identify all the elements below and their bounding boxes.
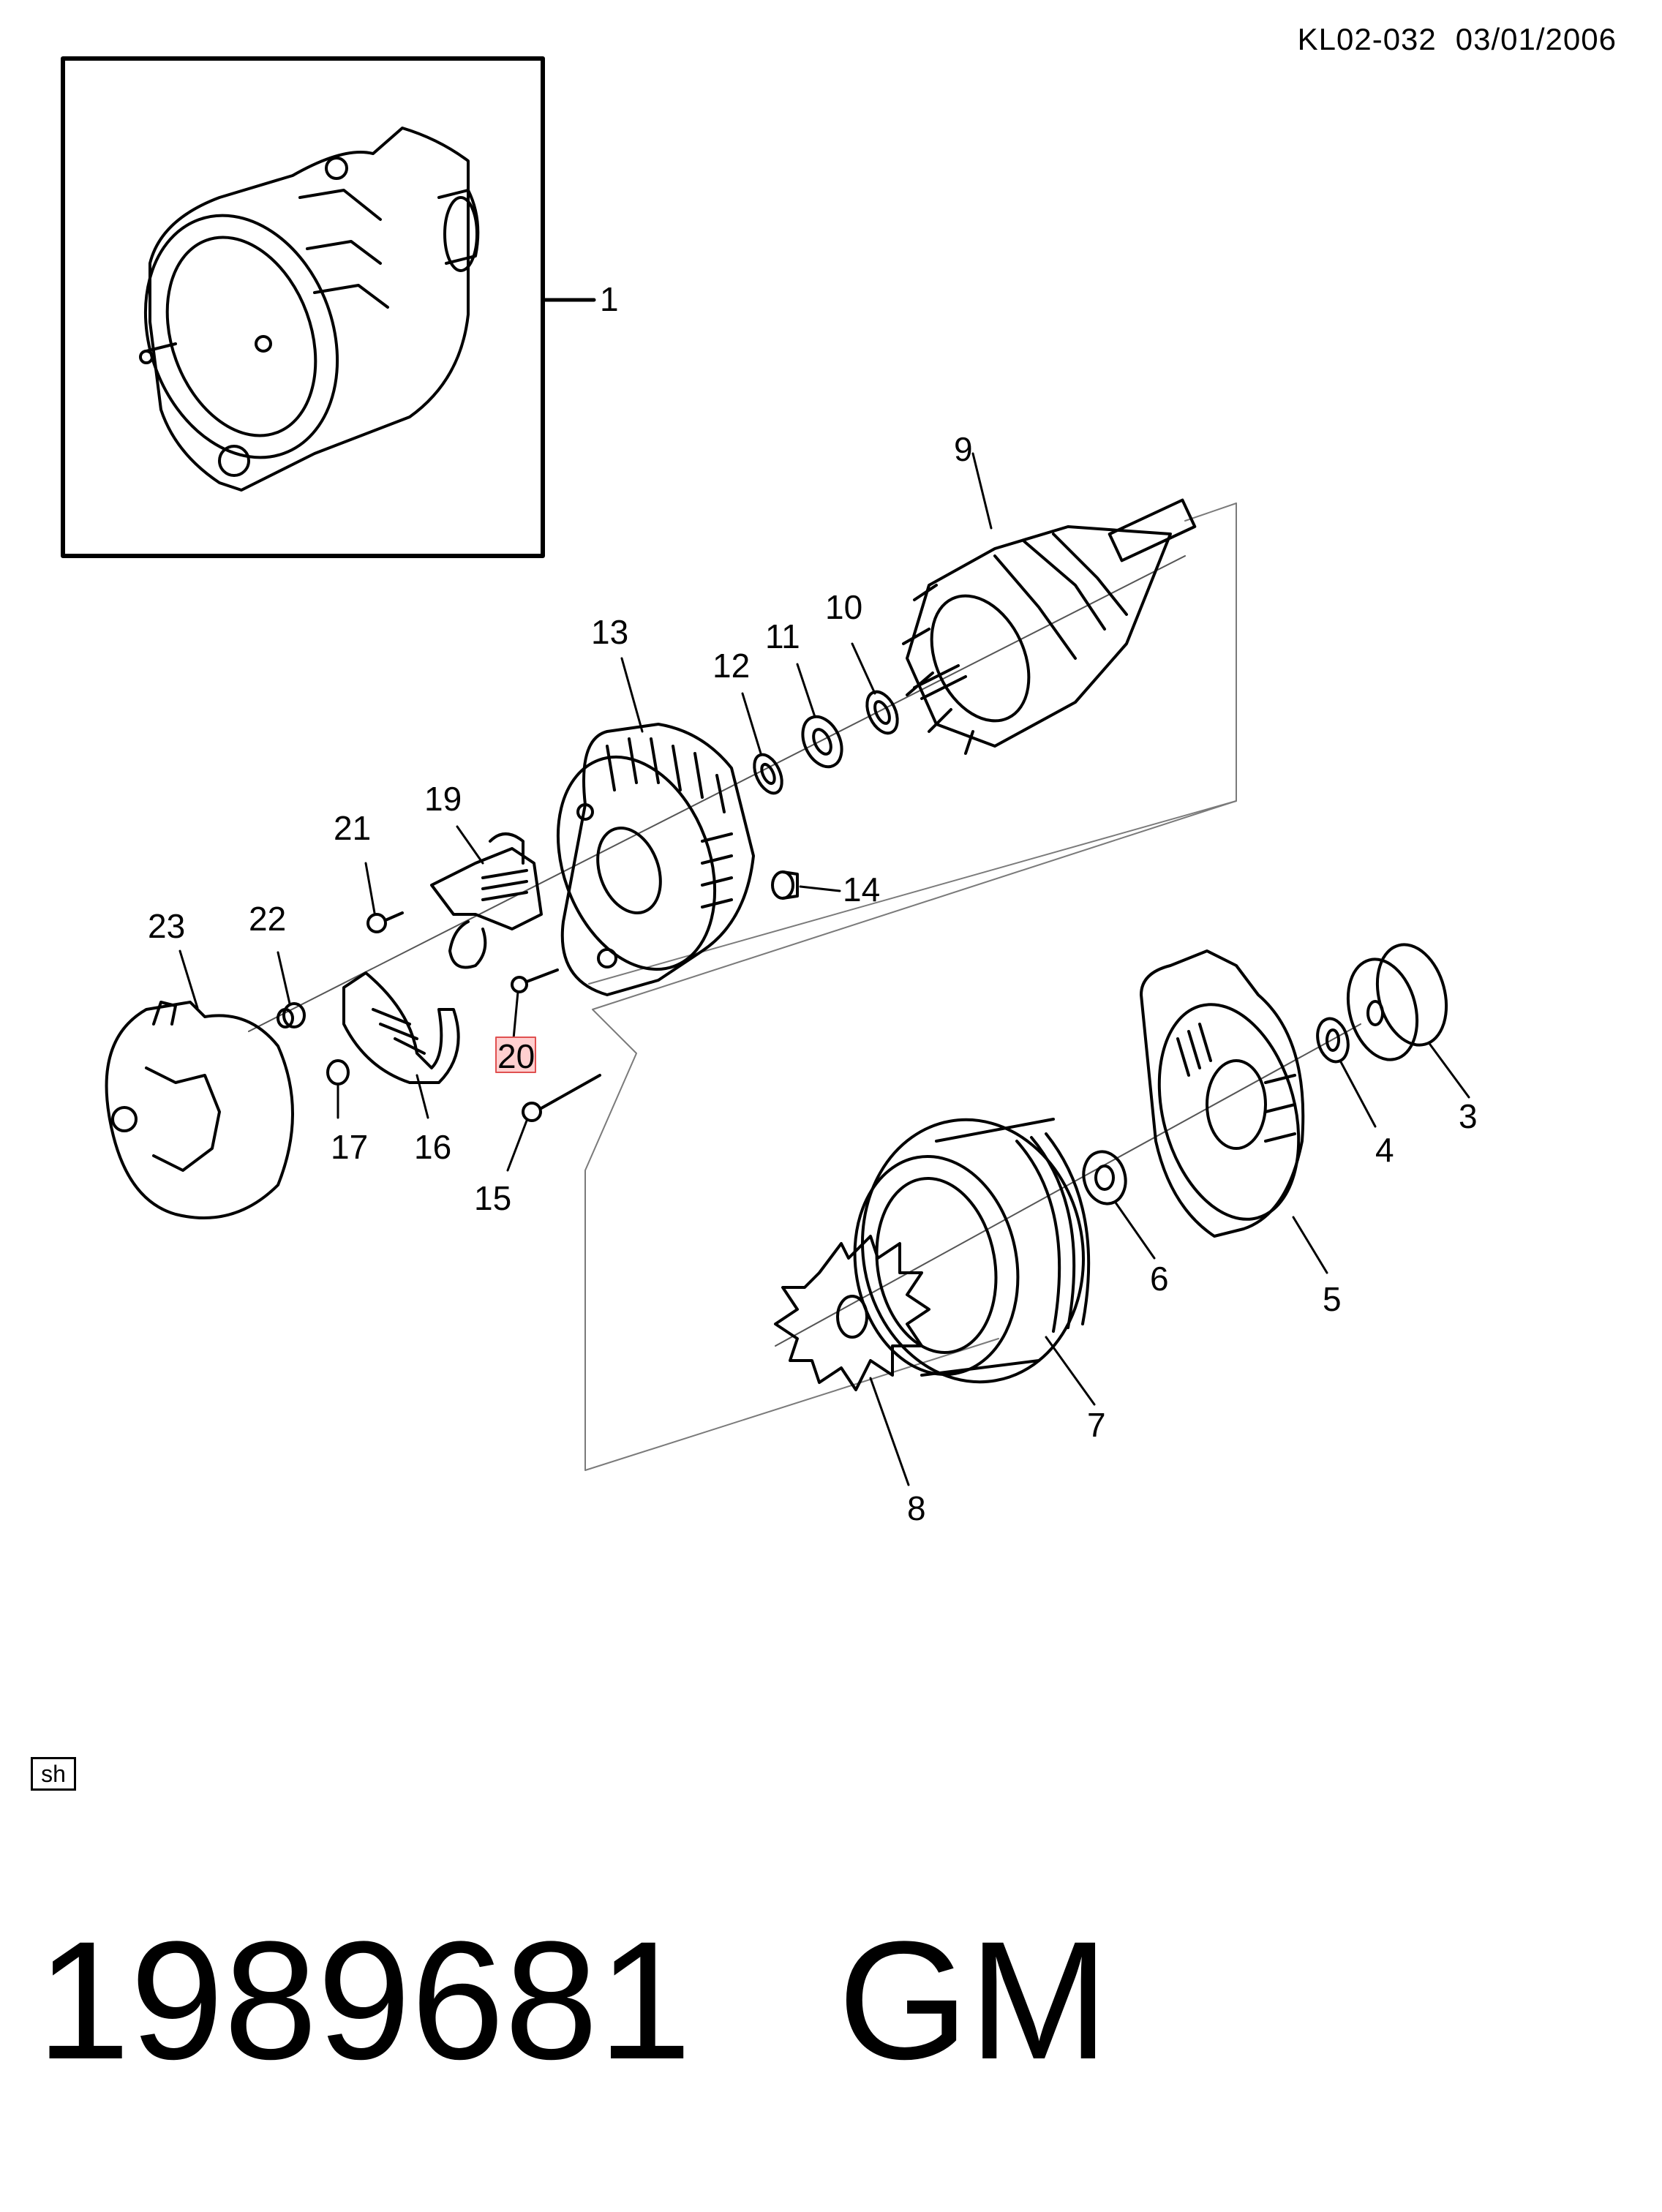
washer-12 (753, 753, 783, 795)
diagram-date: 03/01/2006 (1455, 22, 1617, 56)
screw-21 (366, 911, 404, 933)
callout-3: 3 (1459, 1097, 1478, 1135)
washer-6 (1082, 1150, 1127, 1205)
leader-lines (178, 452, 1470, 1486)
part-number: 1989681 (37, 1906, 692, 2094)
rear-housing-part (556, 723, 755, 996)
callout-23: 23 (148, 907, 185, 945)
callout-19: 19 (424, 780, 462, 818)
callout-20: 20 (497, 1037, 535, 1075)
sheet-tag: sh (31, 1757, 76, 1791)
callout-12: 12 (712, 647, 750, 685)
callout-4: 4 (1375, 1131, 1394, 1169)
regulator-part (430, 832, 543, 969)
bolt-15 (522, 1074, 601, 1122)
callout-13: 13 (591, 613, 628, 651)
rectifier-part (342, 971, 460, 1084)
insulator-22 (277, 1002, 306, 1028)
callout-11: 11 (765, 617, 800, 655)
washer-4 (1316, 1017, 1350, 1064)
manufacturer-name: GM (838, 1906, 1109, 2094)
callout-6: 6 (1150, 1260, 1169, 1298)
pulley-part (1346, 943, 1448, 1061)
assembly-axis (248, 555, 1361, 1347)
fan-part (774, 1235, 930, 1391)
rear-cover-part (105, 1001, 294, 1219)
washer-10 (865, 690, 899, 735)
callout-10: 10 (825, 588, 862, 626)
bearing-11 (801, 715, 843, 769)
callout-5: 5 (1323, 1280, 1342, 1318)
callout-9: 9 (954, 430, 973, 468)
callout-22: 22 (249, 900, 286, 938)
rotor-part (902, 498, 1197, 755)
callout-15: 15 (474, 1179, 511, 1217)
bolt-14 (771, 870, 799, 900)
callout-8: 8 (907, 1489, 926, 1527)
front-housing-part (1140, 949, 1305, 1238)
diagram-code: KL02-032 (1297, 22, 1437, 56)
screw-20 (511, 968, 559, 993)
callout-1: 1 (600, 280, 619, 318)
stator-part (853, 1118, 1091, 1384)
callout-17: 17 (331, 1128, 368, 1166)
sheet-header: KL02-032 03/01/2006 (1279, 22, 1617, 57)
callout-16: 16 (414, 1128, 451, 1166)
callout-21: 21 (334, 809, 371, 847)
callout-7: 7 (1087, 1406, 1106, 1444)
callout-14: 14 (843, 870, 880, 908)
inset-assembled-alternator (61, 56, 545, 558)
nut-17 (326, 1059, 350, 1086)
highlight-box-20 (495, 1037, 536, 1073)
